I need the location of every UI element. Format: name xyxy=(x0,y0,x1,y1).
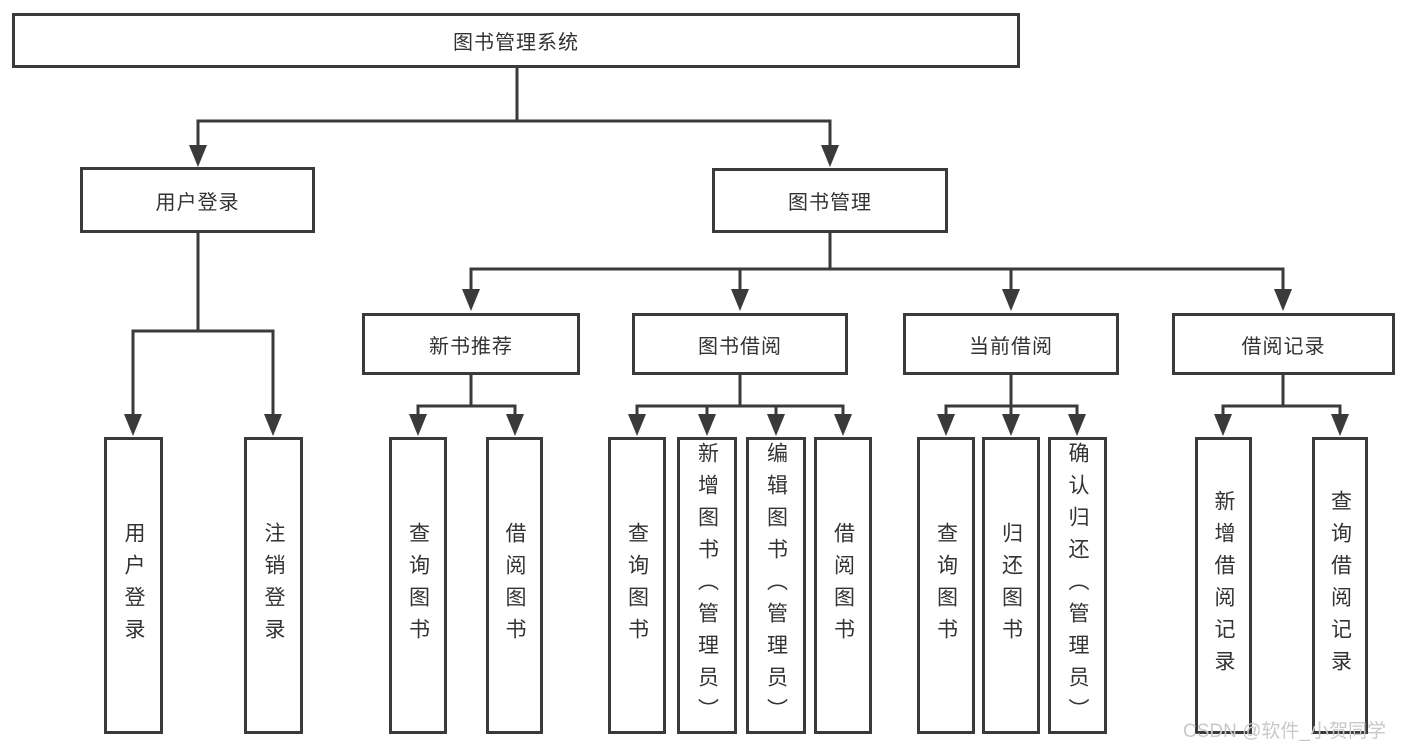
node-root-system: 图书管理系统 xyxy=(12,13,1020,68)
leaf-return-books-label: 归还图书 xyxy=(999,521,1023,650)
node-book-borrow: 图书借阅 xyxy=(632,313,848,375)
node-book-management-label: 图书管理 xyxy=(788,192,872,214)
leaf-borrow-books-recommend: 借阅图书 xyxy=(486,437,543,734)
leaf-query-books-recommend-label: 查询图书 xyxy=(406,521,430,650)
node-user-login-label: 用户登录 xyxy=(155,191,240,214)
leaf-borrow-books-recommend-label: 借阅图书 xyxy=(503,521,526,650)
node-new-book-recommend-label: 新书推荐 xyxy=(429,335,513,358)
leaf-add-books-admin-label: 新增图书（管理员） xyxy=(695,441,719,730)
leaf-query-borrow-record-label: 查询借阅记录 xyxy=(1328,489,1352,682)
node-new-book-recommend: 新书推荐 xyxy=(362,313,580,375)
leaf-edit-books-admin: 编辑图书（管理员） xyxy=(746,437,806,734)
leaf-edit-books-admin-label: 编辑图书（管理员） xyxy=(764,441,788,730)
leaf-logout: 注销登录 xyxy=(244,437,303,734)
leaf-borrow-books-label: 借阅图书 xyxy=(831,521,855,650)
leaf-confirm-return-admin: 确认归还（管理员） xyxy=(1048,437,1107,734)
leaf-add-borrow-record-label: 新增借阅记录 xyxy=(1212,489,1235,682)
node-book-management: 图书管理 xyxy=(712,168,948,233)
leaf-query-books-current-label: 查询图书 xyxy=(934,521,958,650)
leaf-return-books: 归还图书 xyxy=(982,437,1040,734)
leaf-query-books-borrow: 查询图书 xyxy=(608,437,666,734)
node-borrow-record: 借阅记录 xyxy=(1172,313,1395,375)
csdn-watermark: CSDN @软件_小贺同学 xyxy=(1183,721,1386,742)
node-root-system-label: 图书管理系统 xyxy=(453,32,579,54)
leaf-borrow-books: 借阅图书 xyxy=(814,437,872,734)
leaf-add-books-admin: 新增图书（管理员） xyxy=(677,437,737,734)
leaf-user-login-label: 用户登录 xyxy=(122,521,145,650)
leaf-add-borrow-record: 新增借阅记录 xyxy=(1195,437,1252,734)
leaf-query-books-borrow-label: 查询图书 xyxy=(625,521,649,650)
node-book-borrow-label: 图书借阅 xyxy=(698,335,782,358)
leaf-query-books-recommend: 查询图书 xyxy=(389,437,447,734)
node-borrow-record-label: 借阅记录 xyxy=(1241,335,1326,358)
leaf-confirm-return-admin-label: 确认归还（管理员） xyxy=(1066,441,1089,730)
node-current-borrow-label: 当前借阅 xyxy=(969,335,1053,358)
leaf-query-borrow-record: 查询借阅记录 xyxy=(1312,437,1368,734)
leaf-user-login: 用户登录 xyxy=(104,437,163,734)
leaf-logout-label: 注销登录 xyxy=(262,521,285,650)
leaf-query-books-current: 查询图书 xyxy=(917,437,975,734)
node-current-borrow: 当前借阅 xyxy=(903,313,1119,375)
node-user-login: 用户登录 xyxy=(80,167,315,233)
